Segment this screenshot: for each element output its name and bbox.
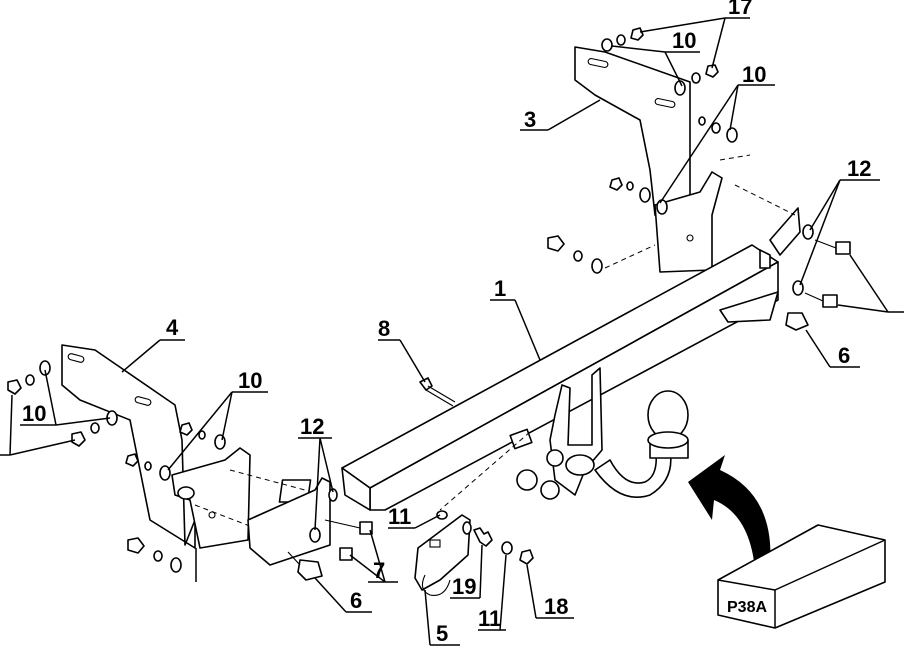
callout-10-far-left: 10 xyxy=(22,401,46,426)
callout-17: 17 xyxy=(728,0,752,19)
left-bracket-4 xyxy=(61,344,251,549)
callout-10-left: 10 xyxy=(238,368,262,393)
package-box: P38A xyxy=(717,524,886,629)
callout-5: 5 xyxy=(436,621,448,646)
right-side-bolts xyxy=(547,154,851,331)
ball-neck-assembly xyxy=(439,367,689,511)
right-upper-hardware xyxy=(601,27,738,215)
box-label: P38A xyxy=(727,599,767,616)
right-bracket-3 xyxy=(574,46,723,273)
left-side-plate xyxy=(247,477,373,581)
callout-labels: 17 10 10 3 12 1 6 8 4 10 10 12 11 7 6 19… xyxy=(22,0,871,646)
callout-10-right: 10 xyxy=(742,62,766,87)
callout-8: 8 xyxy=(378,316,390,341)
leader-lines xyxy=(0,17,904,646)
callout-6-left: 6 xyxy=(350,588,362,613)
callout-11-bottom: 11 xyxy=(478,606,501,631)
callout-4: 4 xyxy=(166,315,179,340)
callout-19: 19 xyxy=(452,574,476,599)
callout-6-right: 6 xyxy=(838,343,850,368)
bolt-8 xyxy=(419,377,456,407)
callout-11-left: 11 xyxy=(388,504,411,529)
callout-10-top: 10 xyxy=(672,28,696,53)
callout-12-left: 12 xyxy=(300,414,324,439)
callout-1: 1 xyxy=(494,276,506,301)
direction-arrow xyxy=(688,455,771,570)
callout-3: 3 xyxy=(524,107,536,132)
socket-plate-5 xyxy=(414,510,534,596)
callout-7: 7 xyxy=(373,558,385,583)
callout-18: 18 xyxy=(544,594,568,619)
callout-12-right: 12 xyxy=(847,156,871,181)
